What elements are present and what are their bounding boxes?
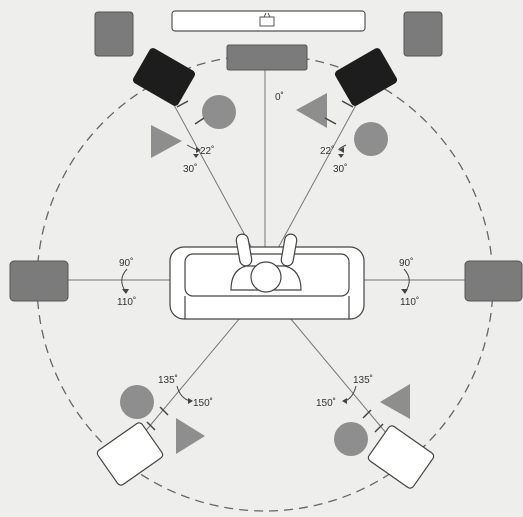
label-side-left-bottom: 110˚: [117, 296, 136, 308]
label-front-right-inner: 22˚: [320, 145, 334, 157]
center-speaker: [226, 44, 308, 71]
label-side-left-top: 90˚: [119, 257, 133, 269]
label-front-left-outer: 30˚: [183, 163, 197, 175]
side-right-arrowhead: [401, 289, 408, 294]
front-right-line: [264, 93, 363, 273]
tv-icon: [259, 12, 275, 27]
label-rear-left-inner: 135˚: [158, 374, 178, 386]
rear-left-speaker: [96, 422, 164, 486]
label-rear-right-inner: 135˚: [353, 374, 373, 386]
tv-screen: [171, 10, 366, 32]
label-side-right-top: 90˚: [399, 257, 413, 269]
rear-left-triangle: [176, 418, 205, 454]
top-left-speaker: [94, 11, 134, 57]
front-left-triangle: [151, 125, 182, 158]
side-right-speaker: [464, 260, 523, 302]
label-rear-right-outer: 150˚: [316, 397, 336, 409]
front-right-speaker: [334, 48, 398, 106]
rear-tick-marks: [146, 406, 384, 433]
front-right-arrowhead-2: [338, 154, 344, 158]
rear-right-arrowhead: [342, 398, 347, 404]
side-left-speaker: [9, 260, 69, 302]
label-rear-left-outer: 150˚: [193, 397, 213, 409]
top-right-speaker: [403, 11, 443, 57]
rear-right-circle: [334, 422, 368, 456]
front-left-arrowhead: [196, 147, 201, 153]
rear-left-circle: [120, 385, 154, 419]
rear-right-speaker: [367, 425, 435, 489]
front-tick-marks: [176, 100, 354, 125]
front-left-circle: [202, 95, 236, 129]
label-front-right-outer: 30˚: [333, 163, 347, 175]
front-right-circle: [354, 122, 388, 156]
rear-right-triangle: [380, 384, 410, 419]
listener-person: [230, 233, 302, 293]
label-front-left-inner: 22˚: [200, 145, 214, 157]
rear-left-arrowhead: [188, 398, 193, 404]
front-left-speaker: [132, 48, 196, 106]
front-left-arrowhead-2: [193, 154, 199, 158]
label-side-right-bottom: 110˚: [400, 296, 419, 308]
angle-lines: [68, 70, 465, 453]
front-right-arrowhead: [339, 147, 344, 153]
side-left-arrowhead: [122, 289, 129, 294]
front-right-triangle: [296, 93, 327, 128]
label-center-angle: 0˚: [275, 91, 284, 103]
